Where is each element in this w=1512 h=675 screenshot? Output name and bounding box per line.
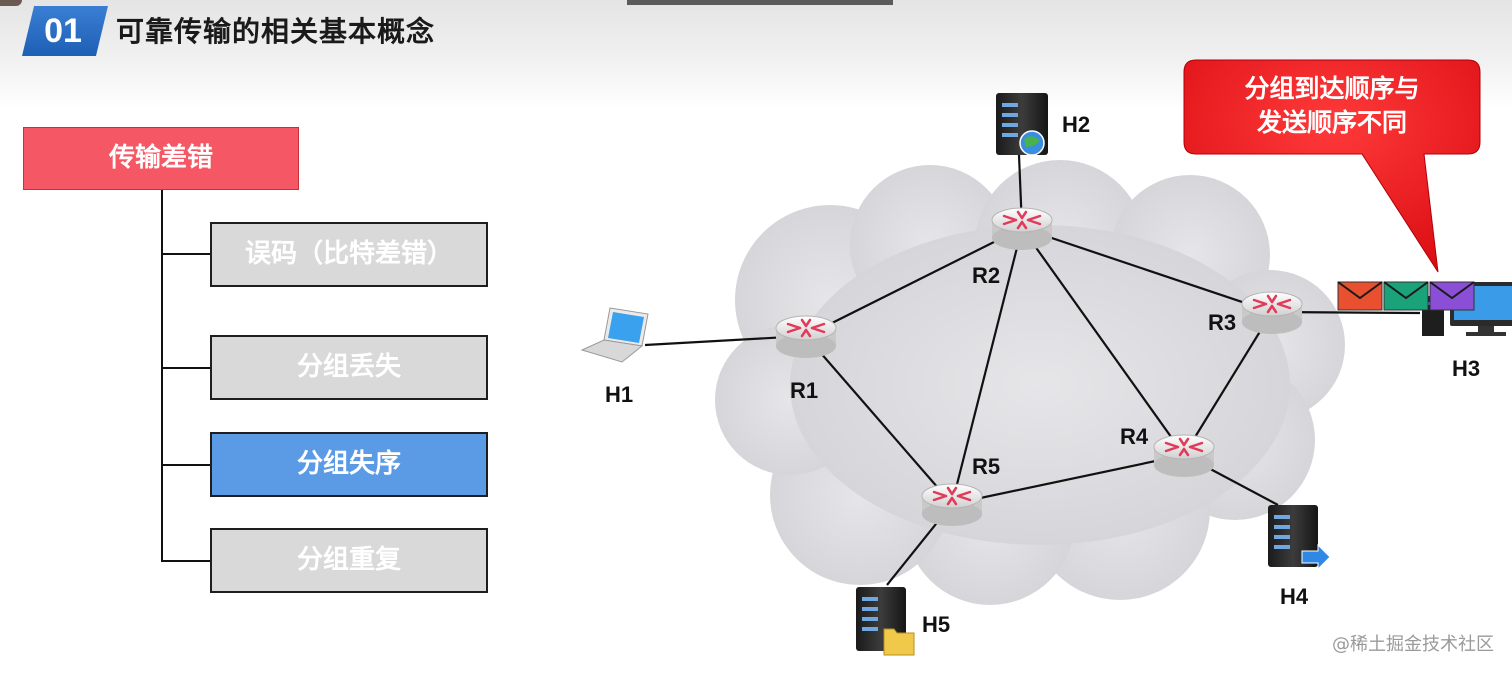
router-icon [775,315,837,358]
callout-line-2: 发送顺序不同 [1256,108,1407,137]
callout-line-1: 分组到达顺序与 [1244,74,1420,103]
tree-trunk [161,190,163,562]
host-label-h5: H5 [922,612,950,637]
callout-text: 分组到达顺序与 发送顺序不同 [1184,72,1480,140]
callout-bubble [1183,59,1481,273]
packet-group [1337,281,1475,311]
router-icon [1241,291,1303,334]
router-label-r3: R3 [1208,310,1236,335]
tree-branch [161,560,211,562]
corner-mark [0,0,22,6]
router-label-r1: R1 [790,378,818,403]
tree-node-packet-loss: 分组丢失 [210,335,488,400]
section-badge [22,6,108,56]
router-icon [991,207,1053,250]
tree-node-packet-reorder: 分组失序 [210,432,488,497]
tree-node-packet-duplicate: 分组重复 [210,528,488,593]
router-icon [921,483,983,526]
laptop-icon [580,307,649,363]
link-r2-r3 [1021,226,1273,314]
link-r4-r5 [951,453,1185,506]
link-r2-r4 [1021,227,1185,456]
packet-envelope-icon [1383,281,1429,311]
link-r2-r5 [950,227,1024,505]
tree-root: 传输差错 [23,127,299,190]
router-label-r4: R4 [1120,424,1149,449]
link-r1-r5 [805,335,953,505]
host-label-h1: H1 [605,382,633,407]
tree-branch [161,367,211,369]
server-folder-icon [856,587,915,656]
router-icon [1153,434,1215,477]
link-r3-r4 [1183,311,1273,456]
host-label-h4: H4 [1280,584,1309,609]
page-title: 可靠传输的相关基本概念 [116,15,436,48]
host-label-h2: H2 [1062,112,1090,137]
server-globe-icon [996,93,1048,156]
router-label-r5: R5 [972,454,1000,479]
tree-node-bit-error: 误码（比特差错） [210,222,488,287]
watermark: @稀土掘金技术社区 [1332,634,1494,655]
host-label-h3: H3 [1452,356,1480,381]
tree-branch [161,464,211,466]
top-bar [627,0,893,5]
link-r1-r2 [805,227,1023,337]
packet-envelope-icon [1337,281,1383,311]
router-label-r2: R2 [972,263,1000,288]
server-arrow-icon [1268,505,1331,571]
packet-envelope-icon [1429,281,1475,311]
tree-branch [161,253,211,255]
section-number: 01 [44,12,82,50]
